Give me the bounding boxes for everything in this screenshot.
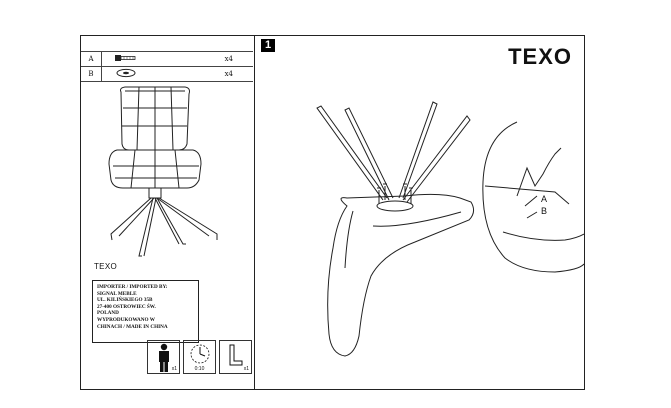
importer-line: 27-400 OSTROWIEC ŚW.: [97, 303, 156, 310]
instruction-sheet: A x4 B: [80, 35, 585, 390]
parts-row: B x4: [81, 66, 253, 82]
step-number-badge: 1: [261, 39, 275, 52]
tools-row: x1 0:10 x1: [147, 340, 255, 374]
part-letter: A: [81, 51, 102, 67]
model-name-label: TEXO: [94, 262, 117, 271]
assembly-illustration: [316, 101, 584, 357]
chair-illustration: [108, 86, 218, 257]
tool-label: x1: [243, 366, 249, 372]
parts-table: A x4 B: [81, 51, 253, 82]
importer-info-box: IMPORTER / IMPORTED BY: SIGNAL MEBLE UL.…: [92, 280, 199, 343]
tool-label: 0:10: [194, 366, 205, 372]
callout-a-label: A: [541, 194, 548, 204]
importer-line: WYPRODUKOWANO W: [97, 316, 155, 323]
allen-key-icon: x1: [219, 340, 252, 374]
callout-b-label: B: [541, 206, 548, 216]
part-quantity: x4: [174, 66, 253, 82]
importer-line: UL. KILIŃSKIEGO 35B: [97, 297, 153, 304]
importer-line: SIGNAL MEBLE: [97, 290, 137, 297]
part-letter: B: [81, 66, 102, 82]
importer-line: POLAND: [97, 310, 119, 317]
parts-row: A x4: [81, 51, 253, 67]
product-title: TEXO: [508, 44, 572, 69]
person-icon: x1: [147, 340, 180, 374]
assembly-step-panel: 1 TEXO: [255, 36, 584, 389]
importer-line: CHINACH / MADE IN CHINA: [97, 323, 168, 330]
washer-icon: [101, 66, 174, 82]
tool-label: x1: [171, 366, 177, 372]
clock-icon: 0:10: [183, 340, 216, 374]
bolt-icon: [101, 51, 174, 67]
parts-panel: A x4 B: [81, 36, 255, 389]
importer-line: IMPORTER / IMPORTED BY:: [97, 284, 168, 290]
part-quantity: x4: [174, 51, 253, 67]
